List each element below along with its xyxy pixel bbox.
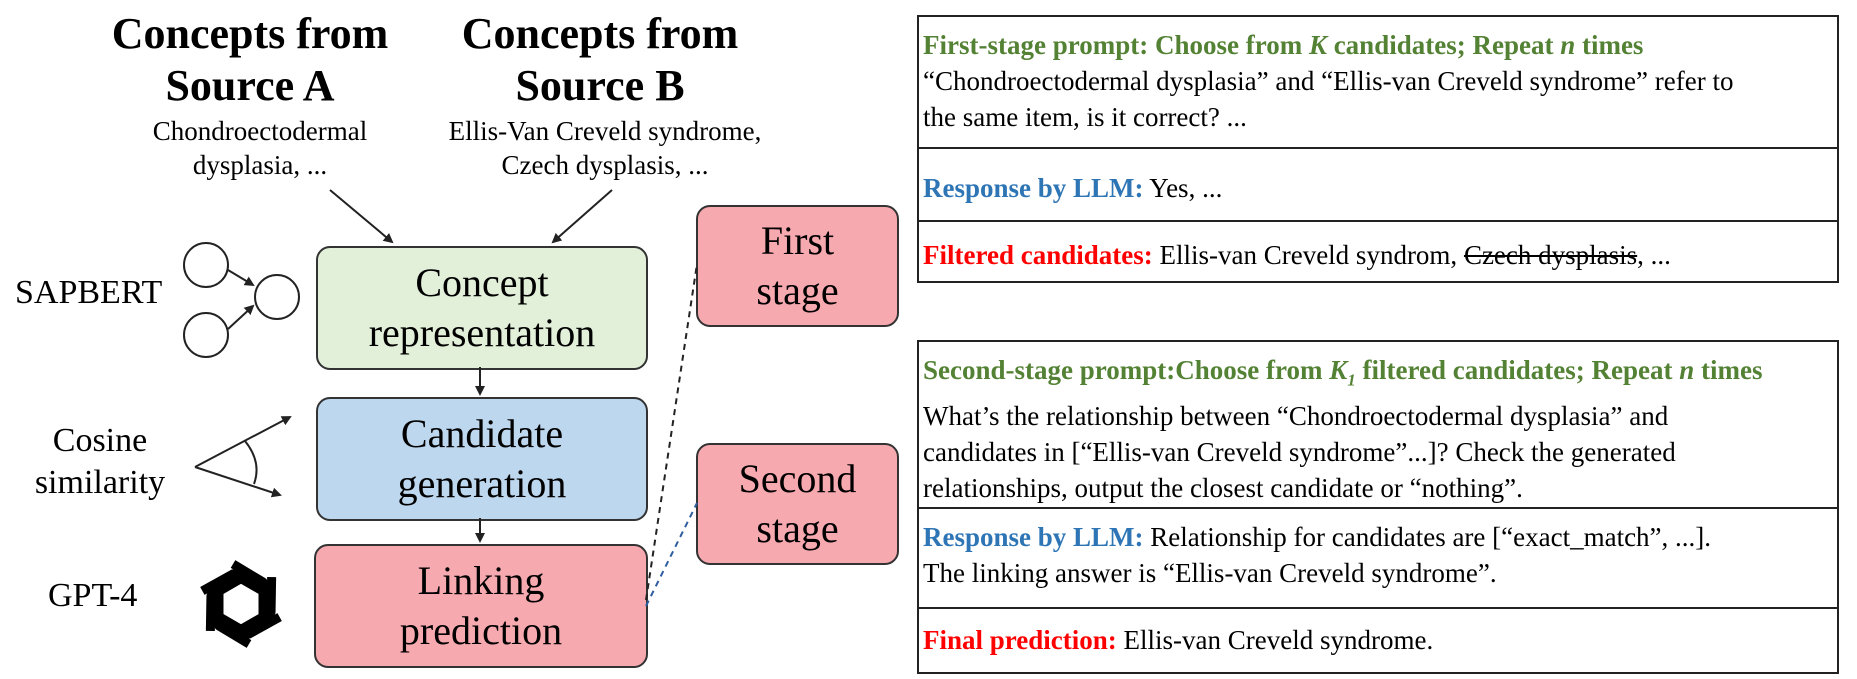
divider <box>919 607 1837 609</box>
second-stage-prompt-title: Second-stage prompt:Choose from K1 filte… <box>923 355 1763 390</box>
arrow-source-b <box>551 189 613 244</box>
second-stage-response: Response by LLM: Relationship for candid… <box>923 522 1712 588</box>
divider <box>919 507 1837 509</box>
angle-icon <box>194 416 292 498</box>
dashed-link-first-stage <box>645 263 698 601</box>
first-stage-panel: First-stage prompt: Choose from K candid… <box>917 15 1839 283</box>
second-stage-panel: Second-stage prompt:Choose from K1 filte… <box>917 340 1839 674</box>
first-stage-response: Response by LLM: Yes, ... <box>923 173 1223 203</box>
second-stage-prompt: Second-stage prompt:Choose from K1 filte… <box>919 352 1837 506</box>
openai-logo-icon <box>200 560 282 648</box>
source-b-examples: Ellis-Van Creveld syndrome,Czech dysplas… <box>448 116 762 180</box>
final-prediction: Final prediction: Ellis-van Creveld synd… <box>923 625 1434 655</box>
divider <box>919 220 1837 222</box>
arrow-source-a <box>329 189 394 244</box>
first-stage-prompt-title: First-stage prompt: Choose from K candid… <box>923 30 1644 60</box>
first-stage-prompt: First-stage prompt: Choose from K candid… <box>919 27 1837 135</box>
divider <box>919 147 1837 149</box>
filtered-candidates: Filtered candidates: Ellis-van Creveld s… <box>923 240 1671 270</box>
sapbert-label: SAPBERT <box>15 274 163 311</box>
gpt4-label: GPT-4 <box>48 577 138 614</box>
neural-network-icon <box>183 242 300 358</box>
dashed-link-second-stage <box>645 502 698 607</box>
